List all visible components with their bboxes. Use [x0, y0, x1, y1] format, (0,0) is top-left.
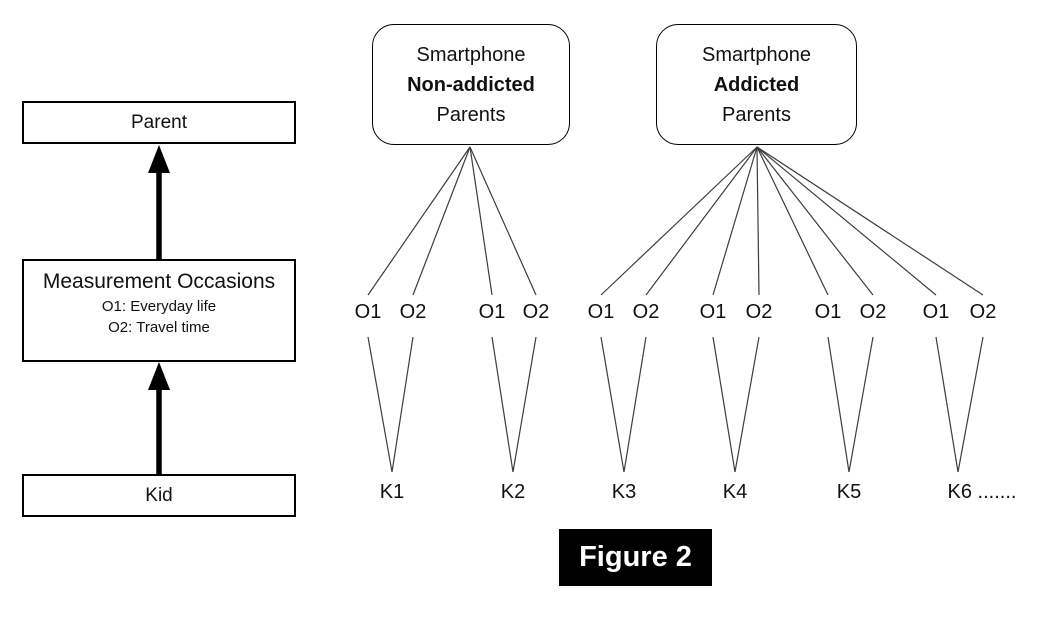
measurement-box-title: Measurement Occasions: [42, 270, 276, 293]
kid-label-k4: K4: [722, 481, 748, 503]
occasion-label-k1-o1: O1: [354, 301, 382, 323]
occasion-to-kid-lines: [367, 336, 984, 473]
smartphone-addicted-parents-box: Smartphone Addicted Parents: [656, 24, 857, 145]
non-addicted-line1: Smartphone: [416, 43, 526, 66]
fan-lines-addicted: [600, 146, 984, 296]
figure-caption: Figure 2: [559, 529, 712, 586]
smartphone-non-addicted-parents-box: Smartphone Non-addicted Parents: [372, 24, 570, 145]
occasion-label-k3-o1: O1: [587, 301, 615, 323]
kid-label-k6: K6 .......: [947, 481, 1017, 503]
arrow-up-measurement-to-parent: [148, 145, 170, 259]
occasion-label-k5-o1: O1: [814, 301, 842, 323]
occasion-label-k3-o2: O2: [632, 301, 660, 323]
occasion-label-k2-o2: O2: [522, 301, 550, 323]
parent-box: Parent: [22, 101, 296, 144]
occasion-label-k5-o2: O2: [859, 301, 887, 323]
figure-caption-label: Figure 2: [579, 541, 692, 573]
non-addicted-line3: Parents: [436, 103, 506, 126]
occasion-label-k6-o2: O2: [969, 301, 997, 323]
kid-label-k1: K1: [379, 481, 405, 503]
kid-label-k5: K5: [836, 481, 862, 503]
occasion-label-k4-o2: O2: [745, 301, 773, 323]
occasion-label-k4-o1: O1: [699, 301, 727, 323]
measurement-occasions-box: Measurement Occasions O1: Everyday life …: [22, 259, 296, 362]
occasion-label-k1-o2: O2: [399, 301, 427, 323]
kid-box-label: Kid: [145, 484, 173, 506]
kid-label-k2: K2: [500, 481, 526, 503]
fan-lines-non-addicted: [367, 146, 537, 296]
addicted-line3: Parents: [722, 103, 791, 126]
kid-label-k3: K3: [611, 481, 637, 503]
measurement-occasion2-label: O2: Travel time: [108, 319, 210, 336]
measurement-occasion1-label: O1: Everyday life: [101, 298, 217, 315]
occasion-label-k2-o1: O1: [478, 301, 506, 323]
non-addicted-line2: Non-addicted: [407, 73, 535, 96]
kid-box: Kid: [22, 474, 296, 517]
parent-box-label: Parent: [131, 111, 187, 133]
addicted-line2: Addicted: [713, 73, 800, 96]
addicted-line1: Smartphone: [702, 43, 811, 66]
occasion-label-k6-o1: O1: [922, 301, 950, 323]
arrow-up-kid-to-measurement: [148, 362, 170, 474]
